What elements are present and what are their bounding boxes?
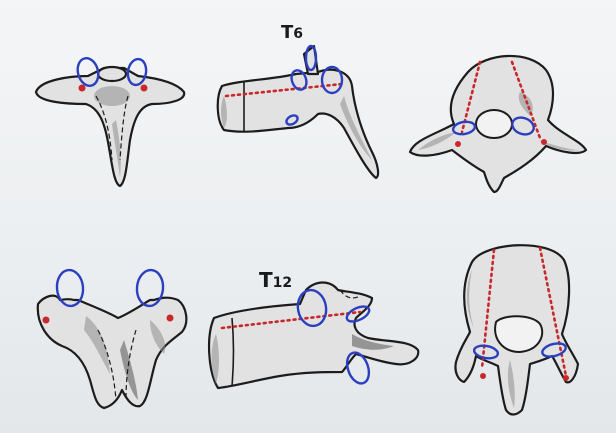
t6-posterior-view: [36, 56, 184, 186]
t12-lateral-view: [209, 283, 418, 389]
t6-lateral-view: [218, 46, 378, 178]
t12-superior-view: [455, 245, 578, 414]
t12-posterior-view: [38, 269, 187, 408]
t6-superior-view: [410, 56, 586, 192]
